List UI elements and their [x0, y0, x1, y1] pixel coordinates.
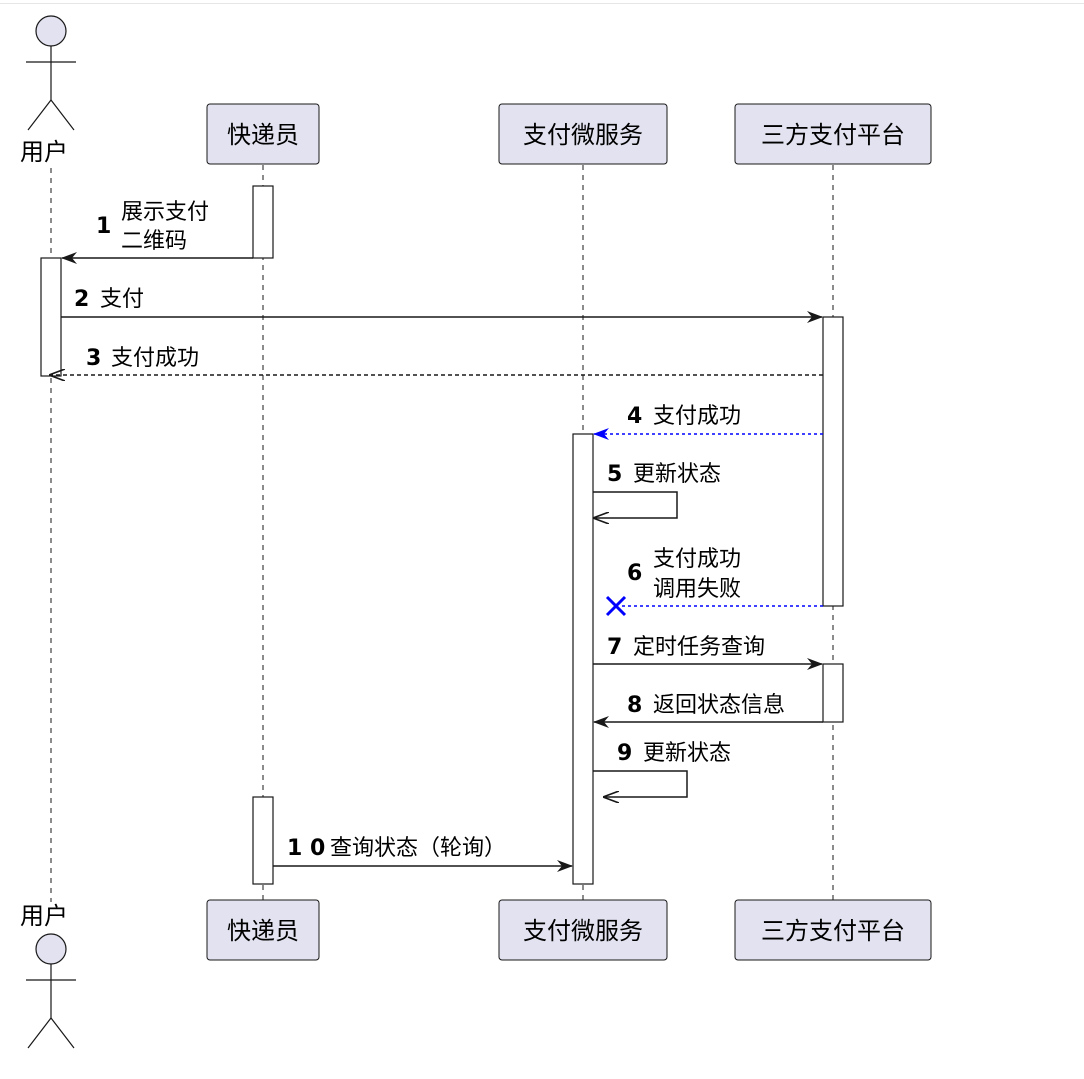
- message-4-number: 4: [627, 404, 642, 429]
- message-10: 1 0 查询状态（轮询）: [273, 836, 573, 872]
- message-3-number: 3: [86, 346, 101, 371]
- participant-courier-bottom: 快递员: [206, 899, 320, 961]
- message-4-label: 支付成功: [653, 404, 741, 429]
- message-3-label: 支付成功: [111, 346, 199, 371]
- actor-head-icon: [35, 15, 67, 47]
- actor-label-top: 用户: [20, 138, 68, 166]
- message-8: 8 返回状态信息: [593, 693, 823, 728]
- participant-paysvc-label: 支付微服务: [523, 917, 643, 945]
- message-10-label: 查询状态（轮询）: [330, 836, 506, 861]
- message-8-label: 返回状态信息: [653, 693, 785, 718]
- message-6: 6 支付成功 调用失败: [605, 547, 823, 617]
- participant-thirdparty-label: 三方支付平台: [761, 917, 905, 945]
- message-6-label-line2: 调用失败: [653, 577, 741, 602]
- message-9-label: 更新状态: [643, 741, 731, 766]
- participant-paysvc-label: 支付微服务: [523, 121, 643, 149]
- message-5-arrow: [593, 491, 678, 518]
- message-7-label: 定时任务查询: [633, 635, 765, 660]
- message-1-label-line2: 二维码: [121, 229, 187, 254]
- message-7-number: 7: [607, 635, 622, 660]
- participant-thirdparty-bottom: 三方支付平台: [734, 899, 932, 961]
- message-1-label-line1: 展示支付: [121, 200, 209, 225]
- actor-user-top: 用户: [20, 15, 76, 166]
- message-5-number: 5: [607, 462, 622, 487]
- message-8-number: 8: [627, 693, 642, 718]
- actor-label-bottom: 用户: [20, 902, 68, 930]
- participant-courier-label: 快递员: [227, 917, 299, 945]
- message-9: 9 更新状态: [593, 741, 731, 797]
- message-1-number: 1: [96, 214, 111, 239]
- message-1: 1 展示支付 二维码: [61, 200, 253, 264]
- participant-courier-label: 快递员: [227, 121, 299, 149]
- activation-courier-1: [252, 185, 274, 259]
- message-7: 7 定时任务查询: [593, 635, 823, 670]
- failure-x-icon: [605, 595, 627, 617]
- participant-thirdparty-top: 三方支付平台: [734, 103, 932, 165]
- message-2: 2 支付: [61, 287, 823, 323]
- message-10-number: 1 0: [287, 836, 325, 861]
- activation-courier-2: [252, 796, 274, 885]
- participant-paysvc-bottom: 支付微服务: [498, 899, 668, 961]
- message-6-label-line1: 支付成功: [653, 547, 741, 572]
- participant-courier-top: 快递员: [206, 103, 320, 165]
- message-6-number: 6: [627, 561, 642, 586]
- actor-user-bottom: 用户: [20, 902, 76, 1049]
- activation-thirdparty-1: [822, 316, 844, 607]
- message-5-label: 更新状态: [633, 462, 721, 487]
- participant-thirdparty-label: 三方支付平台: [761, 121, 905, 149]
- message-9-number: 9: [617, 741, 632, 766]
- participant-paysvc-top: 支付微服务: [498, 103, 668, 165]
- activation-user: [40, 257, 62, 377]
- activation-thirdparty-2: [822, 663, 844, 723]
- top-divider: [0, 3, 1084, 4]
- activation-paysvc: [572, 433, 594, 885]
- message-3: 3 支付成功: [50, 346, 823, 375]
- message-2-number: 2: [74, 287, 89, 312]
- message-2-label: 支付: [100, 287, 144, 312]
- actor-head-icon: [35, 933, 67, 965]
- message-9-arrow: [593, 770, 688, 797]
- message-5: 5 更新状态: [593, 462, 721, 518]
- message-4: 4 支付成功: [593, 404, 823, 440]
